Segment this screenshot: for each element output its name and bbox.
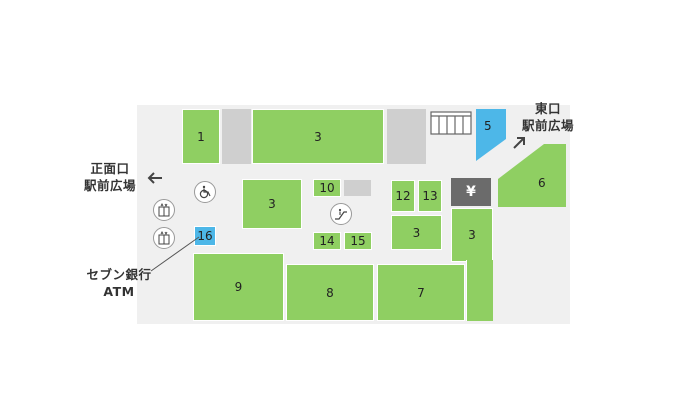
store-14[interactable]: 14 <box>313 232 341 250</box>
wheelchair-icon <box>194 181 216 203</box>
arrow-up-right-icon <box>511 135 527 151</box>
seven-bank-label: セブン銀行 ATM <box>76 266 162 300</box>
store-9[interactable]: 9 <box>193 253 284 321</box>
store-5[interactable] <box>476 109 506 161</box>
elevator-icon-2 <box>153 227 175 249</box>
atm-symbol[interactable]: ¥ <box>451 178 491 206</box>
store-16[interactable]: 16 <box>194 226 216 246</box>
store-8[interactable]: 8 <box>286 264 374 321</box>
store-6[interactable] <box>498 144 566 207</box>
seven-bank-leader-line <box>150 236 200 272</box>
store-15[interactable]: 15 <box>344 232 372 250</box>
elevator-icon <box>153 199 175 221</box>
stairs-icon <box>430 109 472 135</box>
south-exit-label-line1: 正面口 <box>90 161 130 176</box>
seven-bank-label-line2: ATM <box>103 284 135 299</box>
store-3-right[interactable]: 3 <box>451 208 493 262</box>
east-exit-label: 東口 駅前広場 <box>515 100 581 134</box>
restricted-area <box>222 109 251 164</box>
store-7[interactable]: 7 <box>377 264 465 321</box>
store-3-right-lower <box>466 260 493 321</box>
store-3-mid[interactable]: 3 <box>242 179 302 229</box>
restricted-area-2 <box>387 109 426 164</box>
store-12[interactable]: 12 <box>391 180 415 212</box>
store-1[interactable]: 1 <box>182 109 220 164</box>
east-exit-label-line1: 東口 <box>534 101 561 116</box>
store-3-top[interactable]: 3 <box>252 109 384 164</box>
store-13[interactable]: 13 <box>418 180 442 212</box>
store-3-center[interactable]: 3 <box>391 215 442 250</box>
south-exit-label: 正面口 駅前広場 <box>78 160 142 194</box>
escalator-icon <box>330 203 352 225</box>
east-exit-label-line2: 駅前広場 <box>521 118 574 133</box>
store-6-label: 6 <box>538 176 546 190</box>
arrow-left-icon <box>146 171 164 185</box>
seven-bank-label-line1: セブン銀行 <box>86 267 152 282</box>
south-exit-label-line2: 駅前広場 <box>83 178 136 193</box>
store-10[interactable]: 10 <box>313 179 341 197</box>
restricted-area-3 <box>344 180 371 196</box>
store-5-label: 5 <box>484 119 492 133</box>
